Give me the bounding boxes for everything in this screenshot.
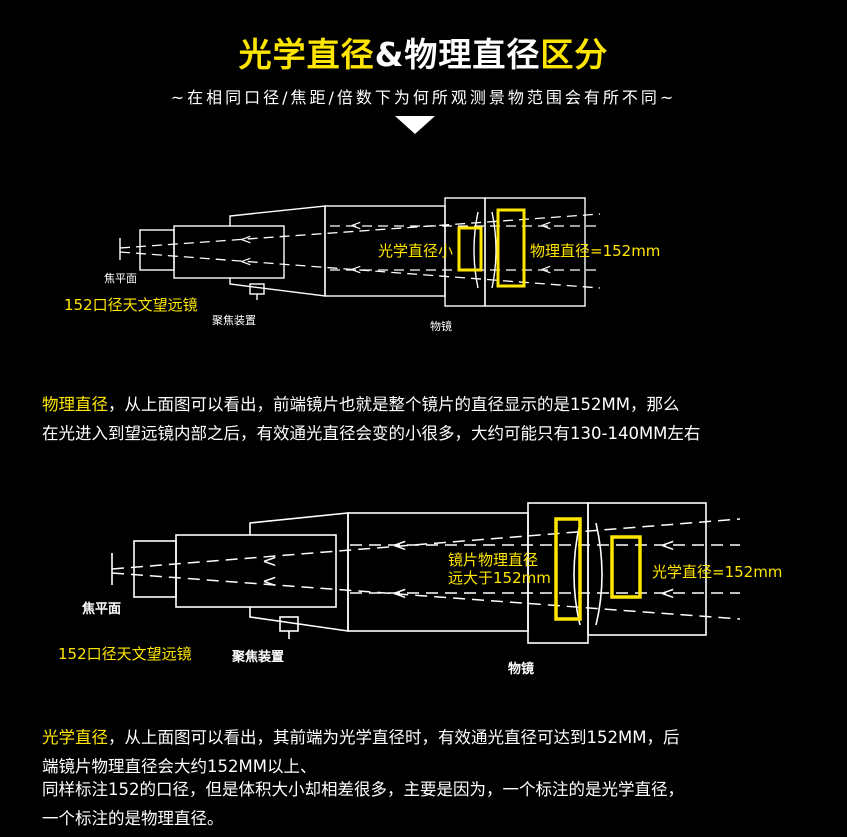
paragraph2-line2: 端镜片物理直径会大约152MM以上、 [42, 757, 317, 776]
diagram-physical-diameter: < < < < < < 光学直径小 物理直径=152mm 焦平面 152口径天文望远镜… [64, 197, 660, 333]
telescope-label: 152口径天文望远镜 [58, 645, 192, 663]
focuser-body [229, 205, 326, 297]
svg-text:<: < [660, 535, 675, 556]
paragraph1-line1: ，从上面图可以看出，前端镜片也就是整个镜片的直径显示的是152MM，那么 [108, 395, 680, 414]
svg-text:<: < [240, 232, 252, 248]
physical-diameter-label-2: 远大于152mm [448, 569, 551, 587]
optical-diameter-label: 光学直径小 [378, 242, 453, 260]
svg-text:<: < [392, 535, 407, 556]
objective-label: 物镜 [508, 661, 534, 677]
focuser-knob [249, 283, 265, 295]
dew-shield [484, 197, 586, 307]
highlight-optical: 光学直径 [42, 728, 108, 747]
paragraph-physical: 物理直径，从上面图可以看出，前端镜片也就是整个镜片的直径显示的是152MM，那么… [42, 390, 822, 448]
dew-shield [587, 502, 707, 636]
focal-plane-label: 焦平面 [104, 272, 137, 285]
paragraph2-line1: ，从上面图可以看出，其前端为光学直径时，有效通光直径可达到152MM，后 [108, 728, 680, 747]
title-optical: 光学直径 [238, 35, 375, 74]
focal-plane-label: 焦平面 [81, 601, 121, 617]
paragraph-optical: 光学直径，从上面图可以看出，其前端为光学直径时，有效通光直径可达到152MM，后… [42, 723, 822, 781]
title-amp: & [374, 35, 405, 74]
paragraph3-line2: 一个标注的是物理直径。 [42, 809, 224, 828]
optical-diameter-box [610, 535, 642, 599]
physical-diameter-label-1: 镜片物理直径 [448, 551, 538, 569]
focuser-label: 聚焦装置 [212, 314, 256, 327]
objective-lens [573, 522, 603, 626]
svg-text:<: < [392, 583, 407, 604]
svg-text:<: < [540, 218, 552, 234]
focuser-label: 聚焦装置 [231, 649, 284, 665]
down-arrow-icon [395, 116, 435, 134]
eyepiece [133, 540, 177, 598]
svg-text:<: < [660, 583, 675, 604]
highlight-physical: 物理直径 [42, 395, 108, 414]
title-rest: 区分 [540, 35, 609, 74]
paragraph1-line2: 在光进入到望远镜内部之后，有效通光直径会变的小很多，大约可能只有130-140M… [42, 424, 701, 443]
svg-text:<: < [350, 262, 362, 278]
paragraph3-line1: 同样标注152的口径，但是体积大小却相差很多，主要是因为，一个标注的是光学直径， [42, 780, 684, 799]
svg-text:<: < [240, 254, 252, 270]
physical-diameter-box [496, 208, 526, 288]
optical-diameter-box [457, 226, 483, 272]
optical-diameter-label: 光学直径=152mm [652, 563, 782, 581]
svg-text:<: < [262, 551, 277, 572]
page-title: 光学直径&物理直径区分 [0, 28, 847, 76]
svg-text:<: < [262, 571, 277, 592]
eyepiece [139, 229, 175, 271]
title-physical: 物理直径 [404, 35, 541, 74]
physical-diameter-label: 物理直径=152mm [530, 242, 660, 260]
paragraph-summary: 同样标注152的口径，但是体积大小却相差很多，主要是因为，一个标注的是光学直径，… [42, 775, 822, 833]
objective-lens [473, 211, 497, 289]
objective-label: 物镜 [430, 319, 452, 333]
diagram-optical-diameter: << << << 镜片物理直径 远大于152mm 光学直径=152mm 焦平面 … [58, 502, 782, 677]
page-subtitle: ~在相同口径/焦距/倍数下为何所观测景物范围会有所不同~ [170, 88, 677, 107]
telescope-label: 152口径天文望远镜 [64, 296, 198, 314]
physical-diameter-box [554, 517, 582, 621]
svg-text:<: < [350, 218, 362, 234]
svg-text:<: < [540, 262, 552, 278]
